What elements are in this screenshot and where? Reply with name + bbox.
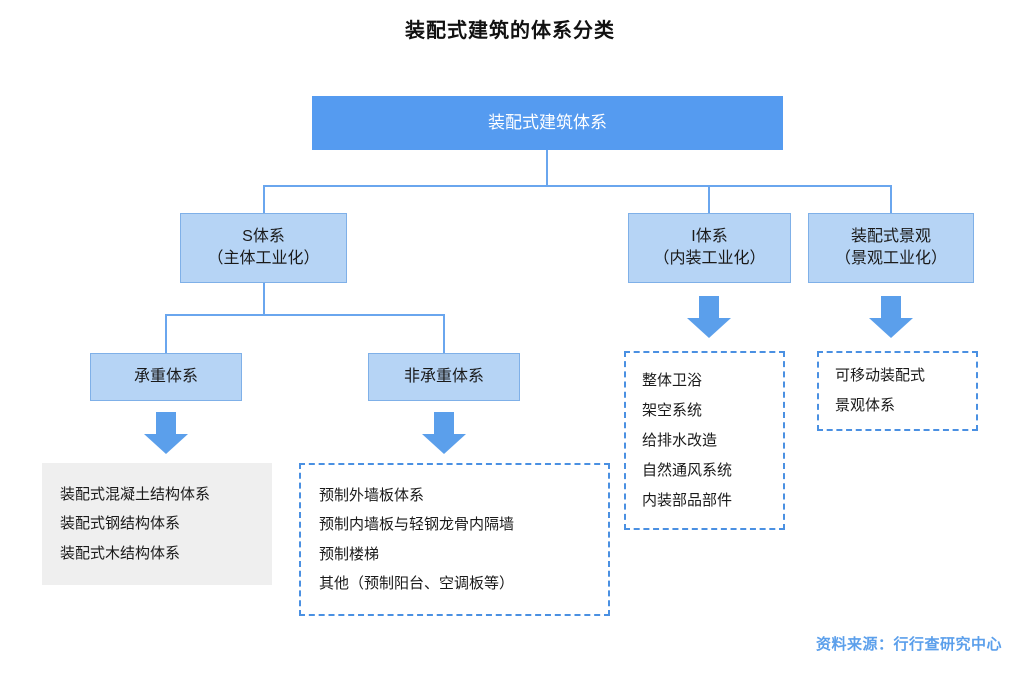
list-item: 装配式木结构体系 bbox=[60, 544, 181, 562]
node-i-system-line2: （内装工业化） bbox=[653, 250, 766, 267]
connector-to-load-bearing bbox=[165, 314, 167, 353]
leaf-non-load-bearing-items: 预制外墙板体系 预制内墙板与轻钢龙骨内隔墙 预制楼梯 其他（预制阳台、空调板等） bbox=[299, 463, 610, 616]
list-item: 给排水改造 bbox=[642, 431, 718, 449]
source-note: 资料来源：行行查研究中心 bbox=[815, 636, 1002, 653]
arrow-head bbox=[869, 318, 913, 338]
connector-level3-bus bbox=[165, 314, 445, 316]
node-landscape-system-line1: 装配式景观 bbox=[850, 228, 931, 246]
arrow-down-landscape-system bbox=[869, 296, 913, 338]
node-i-system[interactable]: I体系 （内装工业化） bbox=[628, 213, 791, 283]
leaf-interior-items: 整体卫浴 架空系统 给排水改造 自然通风系统 内装部品部件 bbox=[624, 351, 785, 530]
connector-to-landscape-system bbox=[890, 185, 892, 213]
list-item: 自然通风系统 bbox=[642, 461, 733, 479]
connector-level2-bus bbox=[263, 185, 892, 187]
list-item: 可移动装配式 bbox=[835, 367, 926, 384]
arrow-down-non-load-bearing bbox=[422, 412, 466, 454]
arrow-down-load-bearing bbox=[144, 412, 188, 454]
node-non-load-bearing[interactable]: 非承重体系 bbox=[368, 353, 520, 401]
leaf-landscape-items: 可移动装配式 景观体系 bbox=[817, 351, 978, 431]
node-non-load-bearing-label: 非承重体系 bbox=[403, 368, 484, 386]
node-i-system-line1: I体系 bbox=[691, 228, 728, 246]
list-item: 内装部品部件 bbox=[642, 491, 733, 509]
connector-to-s-system bbox=[263, 185, 265, 213]
arrow-shaft bbox=[434, 412, 454, 434]
list-item: 装配式钢结构体系 bbox=[60, 515, 181, 533]
node-landscape-system-line2: （景观工业化） bbox=[834, 250, 947, 267]
node-s-system[interactable]: S体系 （主体工业化） bbox=[180, 213, 347, 283]
list-item: 景观体系 bbox=[835, 397, 896, 414]
connector-root-stem bbox=[546, 150, 548, 187]
node-s-system-line2: （主体工业化） bbox=[207, 250, 320, 267]
list-item: 整体卫浴 bbox=[642, 371, 703, 389]
list-item: 预制楼梯 bbox=[319, 545, 380, 563]
node-landscape-system[interactable]: 装配式景观 （景观工业化） bbox=[808, 213, 974, 283]
arrow-shaft bbox=[881, 296, 901, 318]
page-title: 装配式建筑的体系分类 bbox=[405, 20, 615, 42]
list-item: 装配式混凝土结构体系 bbox=[60, 486, 211, 504]
arrow-head bbox=[687, 318, 731, 338]
leaf-load-bearing-items: 装配式混凝土结构体系 装配式钢结构体系 装配式木结构体系 bbox=[42, 463, 272, 585]
node-load-bearing[interactable]: 承重体系 bbox=[90, 353, 242, 401]
arrow-shaft bbox=[699, 296, 719, 318]
arrow-head bbox=[144, 434, 188, 454]
node-root[interactable]: 装配式建筑体系 bbox=[312, 96, 783, 150]
arrow-shaft bbox=[156, 412, 176, 434]
node-root-label: 装配式建筑体系 bbox=[488, 112, 607, 132]
list-item: 预制内墙板与轻钢龙骨内隔墙 bbox=[319, 516, 515, 534]
arrow-down-i-system bbox=[687, 296, 731, 338]
list-item: 架空系统 bbox=[642, 401, 703, 419]
connector-to-non-load-bearing bbox=[443, 314, 445, 353]
node-load-bearing-label: 承重体系 bbox=[133, 368, 198, 386]
node-s-system-line1: S体系 bbox=[242, 228, 285, 246]
list-item: 预制外墙板体系 bbox=[319, 487, 425, 504]
connector-s-system-stem bbox=[263, 283, 265, 316]
arrow-head bbox=[422, 434, 466, 454]
list-item: 其他（预制阳台、空调板等） bbox=[319, 574, 515, 592]
connector-to-i-system bbox=[708, 185, 710, 213]
